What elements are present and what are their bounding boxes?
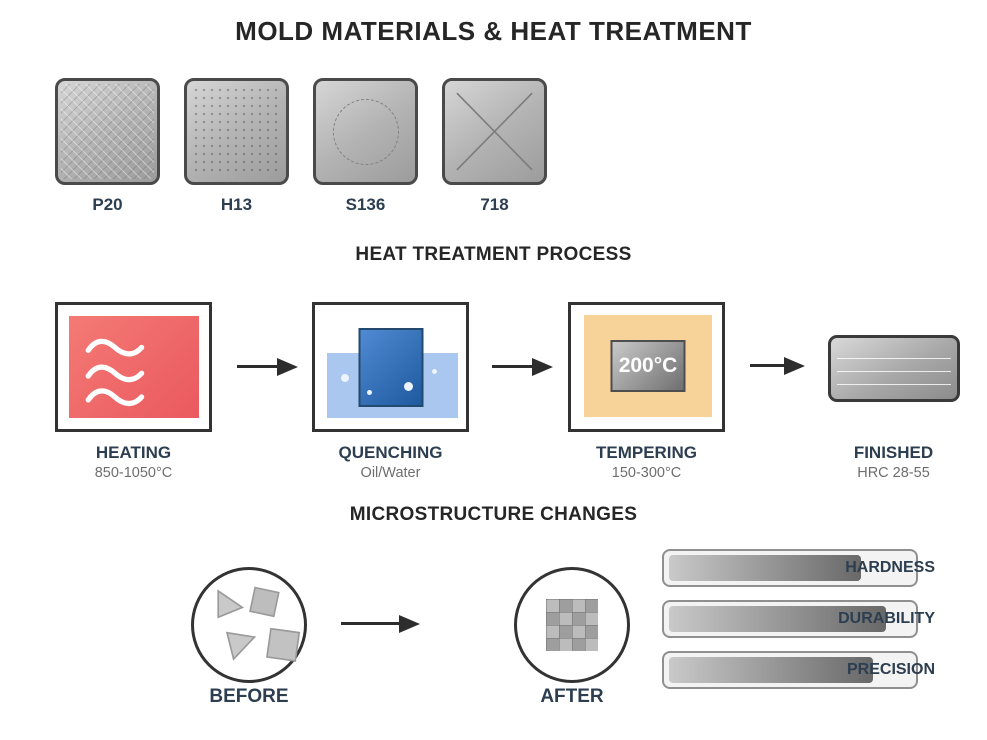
stage-value: 150-300°C	[611, 465, 682, 481]
material-label: 718	[480, 195, 509, 214]
stage-heating: HEATING 850-1050°C	[55, 302, 212, 481]
tempering-box: 200°C	[568, 302, 725, 432]
core-temperature: 200°C	[618, 354, 678, 377]
material-card-s136: S136	[313, 78, 418, 215]
process-heading: HEAT TREATMENT PROCESS	[355, 244, 632, 265]
material-label: P20	[92, 195, 123, 214]
microstructure-heading: MICROSTRUCTURE CHANGES	[349, 504, 638, 525]
stage-value: HRC 28-55	[857, 465, 930, 481]
bar-hardness: HARDNESS	[662, 549, 935, 587]
stage-name: TEMPERING	[595, 443, 698, 462]
bubble-icon	[432, 369, 437, 374]
stage-value: Oil/Water	[360, 465, 421, 481]
bar-durability: DURABILITY	[662, 600, 935, 638]
materials-row: P20 H13 S136 718	[55, 78, 547, 215]
flow-arrow-icon	[492, 365, 533, 368]
material-card-p20: P20	[55, 78, 160, 215]
steel-plate-718-icon	[442, 78, 547, 185]
flow-arrow-icon	[237, 365, 278, 368]
finished-visual	[816, 302, 971, 432]
material-card-718: 718	[442, 78, 547, 215]
material-label: H13	[220, 195, 253, 214]
oven-glow-icon: 200°C	[584, 315, 712, 417]
machined-lines-icon	[836, 346, 951, 391]
stage-name: FINISHED	[853, 443, 934, 462]
quenching-box	[312, 302, 469, 432]
before-label: BEFORE	[209, 686, 289, 707]
material-card-h13: H13	[184, 78, 289, 215]
bar-label: HARDNESS	[845, 559, 935, 576]
stage-value: 850-1050°C	[94, 465, 173, 481]
flow-arrow-icon	[341, 622, 400, 625]
before-microstructure	[191, 567, 307, 683]
steel-plate-s136-icon	[313, 78, 418, 185]
bubble-icon	[404, 382, 413, 391]
dashed-circle-icon	[332, 98, 399, 165]
heat-waves-icon	[85, 338, 145, 407]
bubble-icon	[341, 374, 349, 382]
stage-name: HEATING	[95, 443, 172, 462]
quenching-visual	[312, 302, 469, 432]
bar-fill	[669, 555, 861, 581]
finished-part-icon	[827, 335, 960, 402]
stage-tempering: 200°C TEMPERING 150-300°C	[568, 302, 725, 481]
furnace-block	[69, 316, 199, 418]
steel-plate-p20-icon	[55, 78, 160, 185]
stage-name: QUENCHING	[338, 443, 443, 462]
tempered-part-icon: 200°C	[610, 340, 686, 392]
heating-visual	[55, 302, 212, 432]
material-label: S136	[345, 195, 386, 214]
heating-box	[55, 302, 212, 432]
after-label: AFTER	[540, 686, 604, 707]
bubble-icon	[367, 390, 372, 395]
steel-plate-h13-icon	[184, 78, 289, 185]
after-microstructure	[514, 567, 630, 683]
diagonal-cross-icon	[456, 92, 533, 171]
bar-fill	[669, 657, 874, 683]
metal-part-icon	[358, 328, 423, 407]
stage-quenching: QUENCHING Oil/Water	[312, 302, 469, 481]
stage-finished: FINISHED HRC 28-55	[816, 302, 971, 481]
coarse-grains-icon	[217, 586, 301, 662]
page-title: MOLD MATERIALS & HEAT TREATMENT	[235, 16, 752, 46]
bar-fill	[669, 606, 886, 632]
bar-precision: PRECISION	[662, 651, 935, 689]
flow-arrow-icon	[750, 364, 785, 367]
property-bars: HARDNESS DURABILITY PRECISION	[662, 549, 935, 702]
fine-grain-grid-icon	[546, 599, 598, 651]
bar-label: PRECISION	[846, 661, 935, 678]
tempering-visual: 200°C	[568, 302, 725, 432]
bar-label: DURABILITY	[838, 610, 935, 627]
